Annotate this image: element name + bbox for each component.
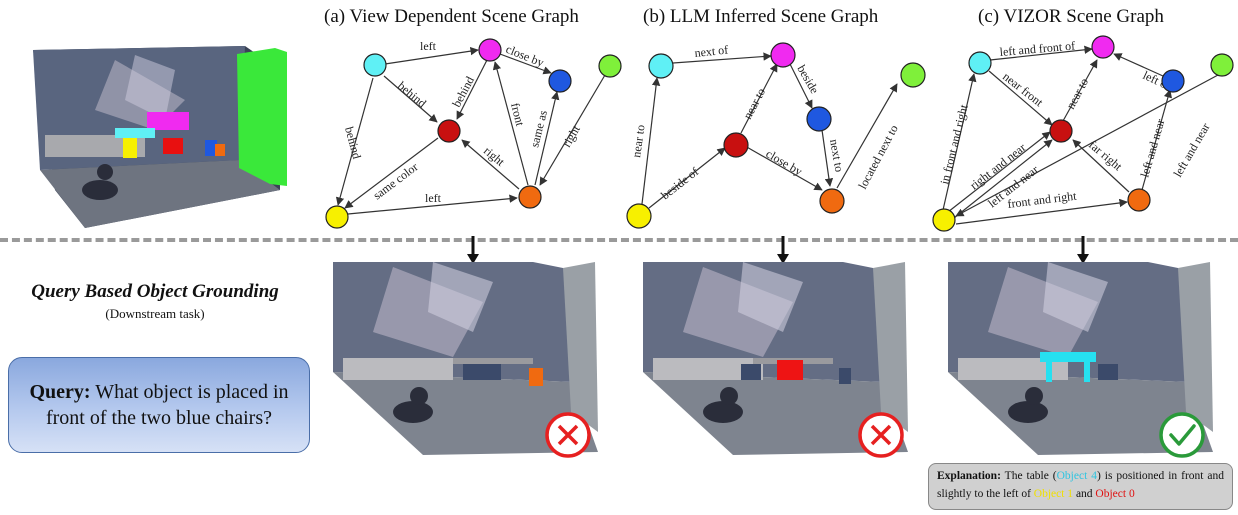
node-b-yellow [626, 203, 652, 229]
node-c-magenta [1091, 35, 1115, 59]
down-arrow-b [777, 236, 789, 264]
edge-label-b-located-next-to: located next to [855, 122, 901, 191]
highlight-red-chair [777, 360, 803, 380]
cross-icon [858, 412, 904, 458]
edge-label-c-near-front: near front [1000, 69, 1046, 109]
edge-label-a-same-color: same color [370, 160, 420, 203]
node-c-blue [1161, 69, 1185, 93]
section-divider [0, 238, 1238, 242]
node-a-orange [518, 185, 542, 209]
grounding-subtitle: (Downstream task) [105, 306, 205, 321]
node-b-blue [806, 106, 832, 132]
edge-label-b-near-to-1: near to [740, 86, 768, 122]
scene-graph-b: next of beside near to near to beside of… [626, 42, 926, 229]
node-a-magenta [478, 38, 502, 62]
node-b-red [723, 132, 749, 158]
query-box: Query: What object is placed in front of… [8, 357, 310, 453]
edge-label-a-same-as: same as [527, 108, 550, 148]
edge-label-b-near-to-2: near to [629, 124, 647, 159]
edge-label-a-behind-2: behind [449, 74, 477, 109]
node-c-red [1049, 119, 1073, 143]
node-a-yellow [325, 205, 349, 229]
room-3d-thumbnail [33, 46, 287, 228]
check-icon [1159, 412, 1205, 458]
grounding-title: Query Based Object Grounding [31, 281, 279, 302]
edge-label-b-next-of: next of [694, 43, 729, 60]
edge-label-a-behind-1: behind [395, 79, 429, 111]
edge-label-c-in-front-and-right: in front and right [937, 102, 970, 185]
room-green-door [237, 48, 287, 186]
edge-label-a-right-1: right [481, 144, 508, 170]
query-label: Query: [29, 381, 91, 403]
node-a-cyan [363, 53, 387, 77]
explanation-label: Explanation: [937, 470, 1001, 482]
node-b-cyan [648, 53, 674, 79]
cross-icon [545, 412, 591, 458]
node-a-blue [548, 69, 572, 93]
down-arrow-a [467, 236, 479, 264]
room-yellow-chair [123, 138, 137, 158]
edge-label-c-left-and-front-of: left and front of [999, 38, 1076, 59]
node-b-magenta [770, 42, 796, 68]
node-c-green [1210, 53, 1234, 77]
edge-label-b-next-to: next to [827, 138, 847, 173]
edge-label-a-left-bottom: left [425, 191, 442, 205]
node-c-yellow [932, 208, 956, 232]
node-a-red [437, 119, 461, 143]
room-cyan-table [115, 128, 155, 138]
room-orange-bin [215, 144, 225, 156]
panel-title-b: (b) LLM Inferred Scene Graph [643, 6, 879, 27]
explanation-object-0: Object 0 [1095, 487, 1135, 500]
highlight-orange-bin [529, 368, 543, 386]
explanation-object-1: Object 1 [1033, 487, 1074, 500]
explanation-box: Explanation: The table (Object 4) is pos… [928, 463, 1233, 510]
edge-label-c-left-and-near-2: left and near [1137, 117, 1167, 179]
node-a-green [598, 54, 622, 78]
edge-label-a-close-by: close by [504, 42, 546, 70]
result-room-b [643, 262, 908, 458]
edge-label-c-near-to: near to [1063, 76, 1091, 112]
edge-label-c-far-right: far right [1086, 138, 1125, 174]
explanation-text-1: The table ( [1004, 470, 1057, 482]
edge-label-b-beside: beside [794, 63, 821, 97]
node-b-orange [819, 188, 845, 214]
room-blue-chair [205, 140, 217, 156]
edge-label-b-beside-of: beside of [658, 164, 701, 202]
edge-label-b-close-by: close by [764, 146, 805, 178]
query-text: What object is placed in front of the tw… [45, 381, 289, 429]
explanation-object-4: Object 4 [1056, 470, 1097, 482]
panel-title-a: (a) View Dependent Scene Graph [324, 6, 579, 27]
result-room-c [948, 262, 1213, 458]
edge-label-a-behind-3: behind [342, 125, 364, 160]
down-arrow-c [1077, 236, 1089, 264]
explanation-and: and [1075, 487, 1093, 500]
edge-label-a-left-top: left [420, 39, 437, 53]
node-b-green [900, 62, 926, 88]
edge-label-a-front: front [508, 101, 527, 128]
explanation-text-2: ) is positioned in front and slightly to… [937, 470, 1225, 500]
edge-label-c-left-and-near-3: left and near [1170, 121, 1212, 180]
node-c-orange [1127, 188, 1151, 212]
scene-graph-a: left close by behind behind behind same … [325, 38, 622, 229]
node-c-cyan [968, 51, 992, 75]
room-magenta-box [147, 112, 189, 130]
room-red-chair [163, 138, 183, 154]
highlight-cyan-table [1040, 352, 1096, 362]
edge-label-a-right-2: right [559, 122, 583, 149]
result-room-a [333, 262, 598, 458]
panel-title-c: (c) VIZOR Scene Graph [978, 6, 1164, 27]
scene-graph-c: left and front of left of near front nea… [932, 35, 1234, 232]
